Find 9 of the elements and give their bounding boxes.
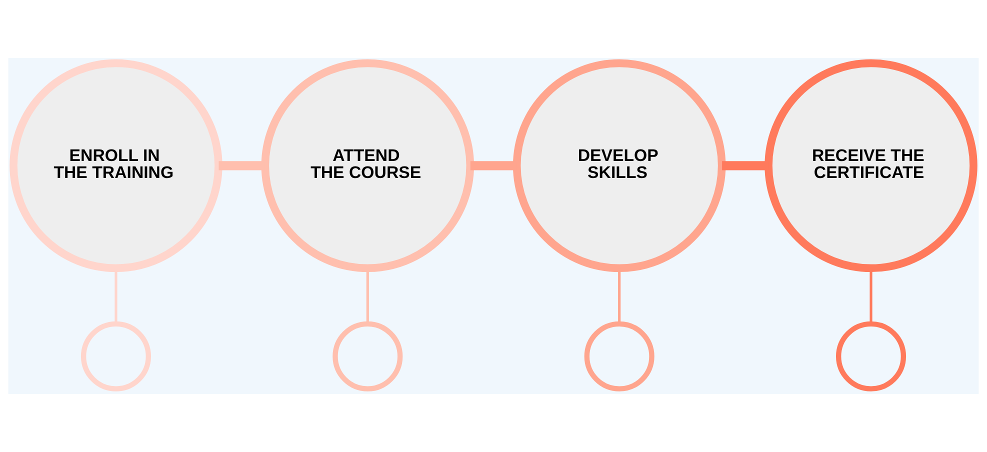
node-circle: RECEIVE THE CERTIFICATE: [764, 59, 978, 272]
node-circle: [332, 321, 403, 392]
node-circle: ATTEND THE COURSE: [261, 59, 474, 272]
node-circle: DEVELOP SKILLS: [512, 59, 726, 272]
connector: [470, 161, 516, 170]
node-circle: ENROLL IN THE TRAINING: [10, 59, 222, 272]
node-circle: [80, 321, 152, 392]
node-circle: [836, 321, 906, 392]
node-circle: [584, 321, 654, 392]
